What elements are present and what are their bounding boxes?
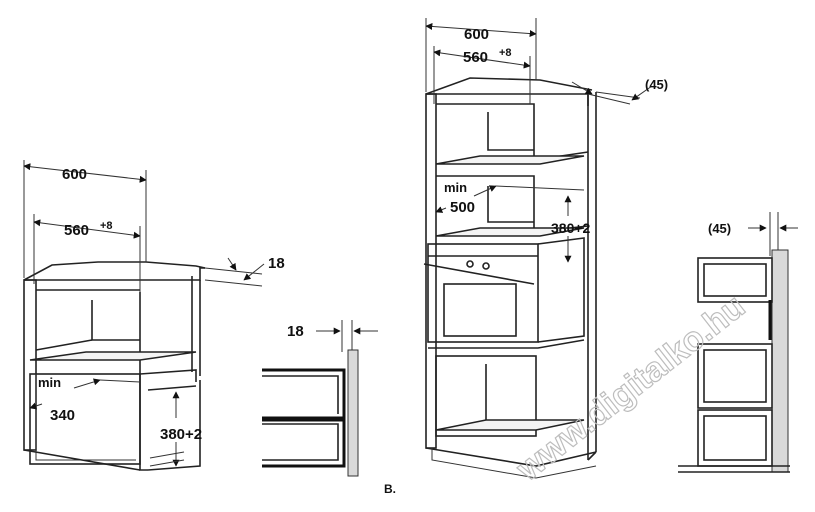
left-width-inner-tolerance: +8 [100,220,113,232]
tall-width-inner-tolerance: +8 [499,47,512,59]
left-section-drawing: 18 [262,320,378,477]
tall-width-outer: 600 [464,26,489,43]
right-section-gap: (45) [708,221,731,236]
left-cabinet-drawing: 600 560 +8 18 min 340 380+2 [23,160,285,471]
figure-label: B. [384,482,396,496]
tall-width-inner: 560 [463,49,488,66]
left-section-thickness: 18 [287,323,304,340]
left-height-opening: 380+2 [160,426,202,443]
tall-min-label: min [444,180,467,195]
left-depth-min: 340 [50,407,75,424]
watermark: www.digitalko.hu [509,287,752,489]
tall-gap: (45) [645,77,668,92]
tall-depth-min: 500 [450,199,475,216]
tall-cabinet-drawing: 600 560 +8 (45) min 500 380+2 B. [384,18,668,496]
left-panel-thickness: 18 [268,255,285,272]
left-width-inner: 560 [64,222,89,239]
tall-height-opening: 380+2 [551,220,591,236]
left-min-label: min [38,375,61,390]
left-width-outer: 600 [62,166,87,183]
right-section-drawing: (45) [678,212,798,473]
